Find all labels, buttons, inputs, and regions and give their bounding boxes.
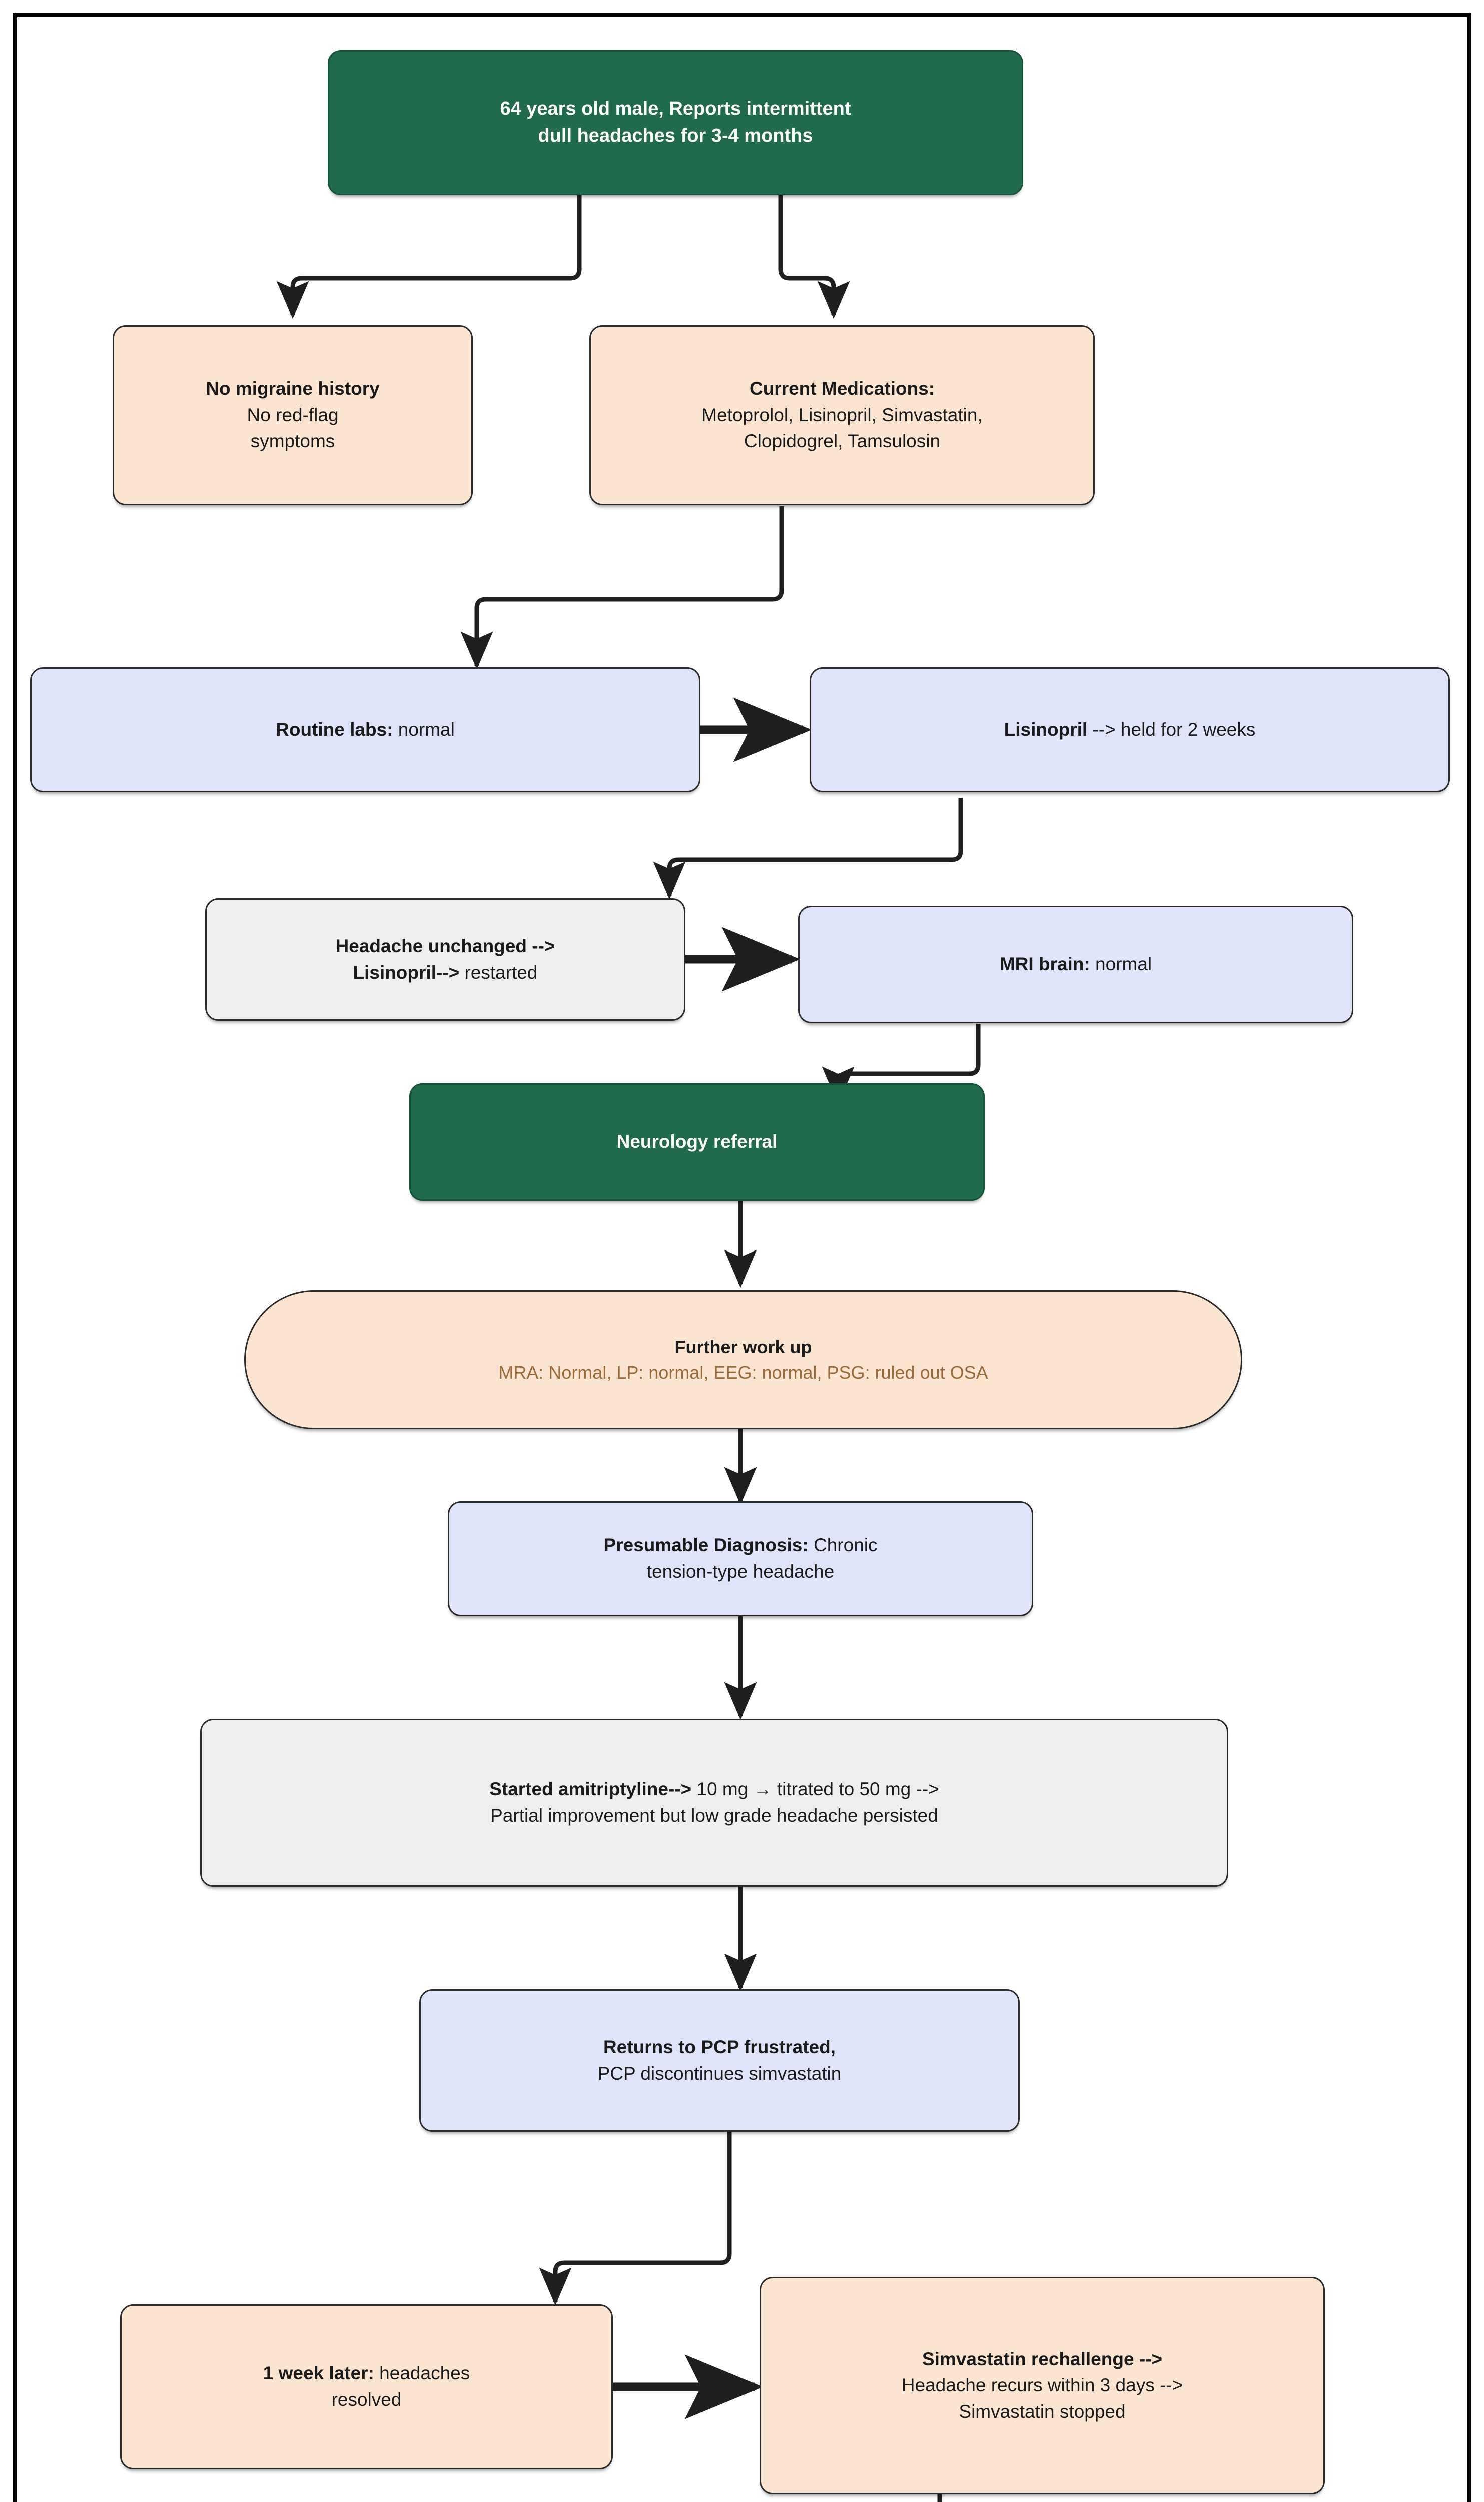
node-headache-unchanged[interactable]: Headache unchanged --> Lisinopril--> res… <box>205 898 685 1021</box>
rechallenge-line2: Headache recurs within 3 days --> <box>901 2375 1183 2396</box>
presumable-dx-rest: Chronic <box>808 1535 878 1556</box>
no-migraine-line2: No red-flag <box>247 404 339 425</box>
edge-mri-brain-to-neurology-referral <box>822 1024 981 1105</box>
rechallenge-line1: Simvastatin rechallenge --> <box>922 2348 1163 2369</box>
node-current-medications[interactable]: Current Medications: Metoprolol, Lisinop… <box>589 325 1095 505</box>
one-week-later-bold: 1 week later: <box>263 2363 374 2384</box>
headache-unchanged-line1: Headache unchanged --> <box>335 935 555 956</box>
one-week-later-rest: headaches <box>374 2363 470 2384</box>
node-returns-to-pcp[interactable]: Returns to PCP frustrated, PCP discontin… <box>419 1989 1020 2132</box>
node-further-work-up[interactable]: Further work up MRA: Normal, LP: normal,… <box>244 1290 1242 1429</box>
lisinopril-held-bold: Lisinopril <box>1004 719 1088 740</box>
medications-heading: Current Medications: <box>749 378 935 399</box>
presentation-line1: 64 years old male, Reports intermittent <box>500 98 851 120</box>
amitriptyline-bold: Started amitriptyline--> <box>489 1778 692 1799</box>
mri-brain-bold: MRI brain: <box>999 954 1090 975</box>
node-simvastatin-rechallenge[interactable]: Simvastatin rechallenge --> Headache rec… <box>760 2277 1325 2494</box>
edge-medications-to-routine-labs <box>460 506 784 670</box>
no-migraine-line1: No migraine history <box>206 378 380 399</box>
node-lisinopril-held[interactable]: Lisinopril --> held for 2 weeks <box>810 667 1450 792</box>
presumable-dx-line2: tension-type headache <box>646 1561 835 1582</box>
node-routine-labs[interactable]: Routine labs: normal <box>30 667 700 792</box>
edge-presentation-to-medications <box>778 195 850 319</box>
edge-presentation-to-no-migraine <box>276 195 582 319</box>
routine-labs-bold: Routine labs: <box>276 719 393 740</box>
node-mri-brain[interactable]: MRI brain: normal <box>798 906 1353 1023</box>
edge-lisinopril-held-to-headache-unchanged <box>653 798 963 900</box>
page-border <box>13 13 1471 2502</box>
amitriptyline-line2: Partial improvement but low grade headac… <box>490 1805 938 1826</box>
medications-line2: Metoprolol, Lisinopril, Simvastatin, <box>701 404 983 425</box>
node-presumable-diagnosis[interactable]: Presumable Diagnosis: Chronic tension-ty… <box>448 1501 1033 1616</box>
medications-line3: Clopidogrel, Tamsulosin <box>744 431 941 452</box>
rechallenge-line3: Simvastatin stopped <box>959 2401 1126 2422</box>
further-workup-subtext: MRA: Normal, LP: normal, EEG: normal, PS… <box>498 1362 988 1383</box>
node-no-migraine-history[interactable]: No migraine history No red-flag symptoms <box>113 325 473 505</box>
one-week-later-line2: resolved <box>331 2389 402 2410</box>
presumable-dx-bold: Presumable Diagnosis: <box>603 1535 809 1556</box>
headache-unchanged-line2-bold: Lisinopril--> <box>353 962 460 983</box>
returns-pcp-line2: PCP discontinues simvastatin <box>597 2063 842 2084</box>
node-one-week-later[interactable]: 1 week later: headaches resolved <box>120 2304 613 2469</box>
further-workup-heading: Further work up <box>674 1336 812 1357</box>
node-started-amitriptyline[interactable]: Started amitriptyline--> 10 mg → titrate… <box>200 1719 1228 1887</box>
headache-unchanged-line2-rest: restarted <box>459 962 538 983</box>
node-presentation[interactable]: 64 years old male, Reports intermittent … <box>328 50 1023 195</box>
amitriptyline-rest: 10 mg → titrated to 50 mg --> <box>691 1778 939 1799</box>
lisinopril-held-rest: --> held for 2 weeks <box>1087 719 1256 740</box>
mri-brain-rest: normal <box>1090 954 1152 975</box>
no-migraine-line3: symptoms <box>250 431 335 452</box>
routine-labs-rest: normal <box>393 719 455 740</box>
presentation-line2: dull headaches for 3-4 months <box>538 125 813 146</box>
returns-pcp-line1: Returns to PCP frustrated, <box>603 2036 836 2057</box>
node-neurology-referral[interactable]: Neurology referral <box>409 1083 985 1201</box>
edge-returns-pcp-to-one-week-later <box>539 2131 732 2306</box>
neurology-referral-label: Neurology referral <box>616 1131 778 1152</box>
